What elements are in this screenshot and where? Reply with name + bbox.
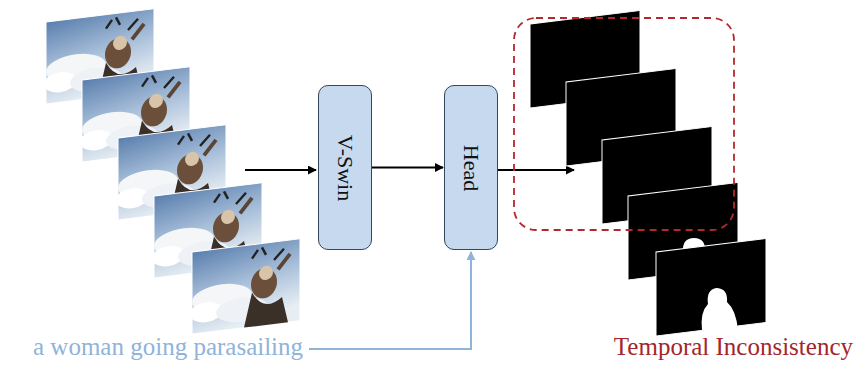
process-box: V-Swin <box>318 85 372 250</box>
dashed-highlight <box>514 18 734 230</box>
text-arrow <box>309 252 471 349</box>
process-box: Head <box>444 85 498 250</box>
mask-frames <box>530 10 766 336</box>
box-label: V-Swin <box>332 134 358 200</box>
output-arrow <box>498 169 574 171</box>
text-prompt: a woman going parasailing <box>33 333 303 361</box>
input-arrow <box>245 169 316 171</box>
annotation-text: Temporal Inconsistency <box>614 333 853 361</box>
flow-arrow <box>372 167 443 169</box>
box-label: Head <box>458 144 484 190</box>
video-frames <box>44 9 300 335</box>
